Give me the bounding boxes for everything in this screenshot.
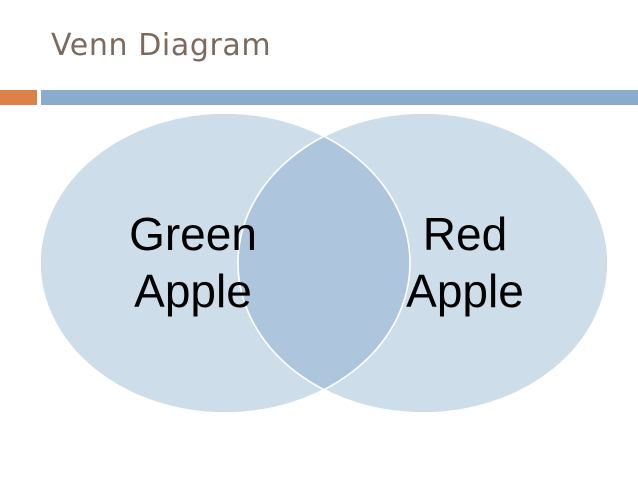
divider-bar — [41, 90, 638, 105]
venn-circle-right-outline — [237, 112, 609, 414]
page-title: Venn Diagram — [51, 28, 272, 63]
divider-accent-block — [0, 90, 37, 105]
venn-label-right: Red Apple — [406, 208, 524, 317]
venn-label-left: Green Apple — [129, 208, 257, 317]
venn-diagram: Green Apple Red Apple — [0, 105, 638, 478]
title-divider — [0, 90, 638, 105]
venn-intersection[interactable] — [238, 113, 608, 413]
venn-circles-graphic — [39, 112, 609, 414]
venn-circle-left-outline — [39, 112, 411, 414]
